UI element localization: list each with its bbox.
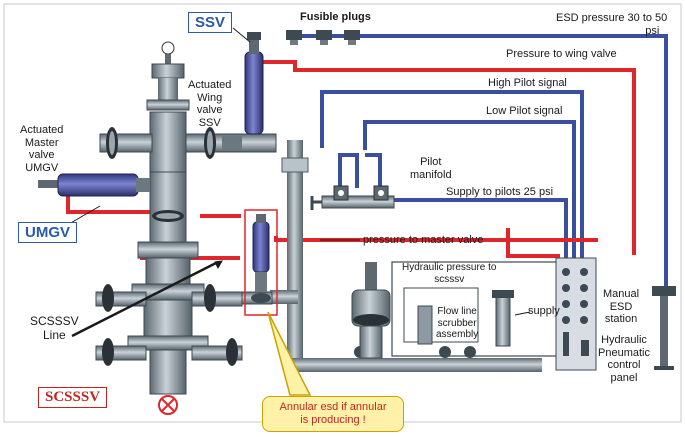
actuated-wing-text-4: SSV [198, 116, 221, 129]
esd-pressure-text-1: ESD pressure 30 to 50 [556, 12, 668, 24]
flow-line-scrubber-text-2: scrubber [437, 317, 477, 329]
hydraulic-panel-label: Hydraulic Pneumatic control panel [598, 334, 650, 385]
pilot-manifold-text-2: manifold [410, 168, 452, 181]
hydraulic-panel-text-2: Pneumatic [598, 346, 650, 359]
pressure-to-master-valve-label: pressure to master valve [363, 234, 484, 246]
umgv-box-label: UMGV [18, 222, 77, 243]
fusible-plugs [286, 30, 360, 45]
actuated-wing-text-2: Wing [197, 91, 223, 104]
scsssv-line-label: SCSSSV Line [30, 314, 79, 343]
flow-line-scrubber-text-1: Flow line [437, 306, 477, 317]
high-pilot-signal-label: High Pilot signal [488, 77, 567, 89]
pointer-lines [61, 27, 531, 338]
pilot-manifold-label: Pilot manifold [410, 156, 452, 181]
umgv-actuator [38, 173, 150, 197]
annular-esd-valve [244, 209, 278, 316]
scsssv-box-label: SCSSSV [38, 387, 108, 408]
hydraulic-pressure-text-1: Hydraulic pressure to [402, 262, 497, 273]
actuated-master-text-2: Master [24, 136, 59, 149]
fusible-plug-icon [286, 30, 302, 45]
low-pilot-signal-label: Low Pilot signal [486, 105, 563, 117]
control-panel [555, 257, 597, 371]
handwheel-icon [102, 284, 114, 312]
hydraulic-pressure-text-2: scsssv [434, 273, 465, 285]
hydraulic-panel-text-4: panel [610, 371, 638, 384]
annular-callout-text-1: Annular esd if annular [279, 401, 387, 413]
actuated-wing-text-3: valve [196, 104, 223, 117]
ssv-box-label: SSV [188, 12, 233, 33]
manual-esd-text-2: ESD [609, 300, 633, 313]
fusible-plugs-label: Fusible plugs [300, 11, 371, 23]
hydraulic-panel-text-3: control [607, 359, 641, 372]
manual-esd-text-3: station [604, 313, 638, 326]
scsssv-line-text-1: SCSSSV [30, 314, 79, 328]
scsssv-line-text-2: Line [43, 327, 66, 342]
manual-esd-label: Manual ESD station [603, 288, 639, 326]
handwheel-icon [102, 338, 114, 366]
fusible-plug-icon [316, 30, 332, 45]
handwheel-icon [152, 210, 184, 222]
actuated-wing-valve-label: Actuated Wing valve SSV [188, 79, 231, 130]
pilot-manifold [310, 185, 395, 210]
handwheel-icon [204, 127, 216, 159]
handwheel-icon [353, 314, 389, 326]
handwheel-icon [204, 284, 216, 312]
pressure-to-wing-valve-label: Pressure to wing valve [506, 48, 617, 60]
pilot-manifold-text-1: Pilot [420, 156, 442, 168]
annular-callout-text-2: is producing ! [300, 414, 366, 427]
flow-line-scrubber-label: Flow line scrubber assembly [436, 306, 478, 341]
supply-label: supply [528, 305, 560, 317]
handwheel-icon [226, 338, 238, 366]
actuated-master-text-4: UMGV [25, 161, 59, 174]
esd-pressure-text-2: psi [645, 24, 660, 37]
ssv-actuator [244, 32, 264, 135]
actuated-master-text-1: Actuated [20, 124, 64, 136]
scsssv-valve-icon [158, 395, 178, 415]
actuated-master-text-3: valve [28, 149, 55, 162]
fusible-plug-icon [344, 30, 360, 45]
manual-esd-station [652, 286, 676, 370]
hydraulic-pressure-label: Hydraulic pressure to scsssv [402, 262, 496, 285]
hydraulic-panel-text-1: Hydraulic [601, 334, 647, 346]
handwheel-icon [106, 127, 118, 159]
actuated-wing-text-1: Actuated [188, 79, 232, 91]
supply-to-pilots-label: Supply to pilots 25 psi [446, 186, 554, 198]
pressure-gauge-icon [161, 41, 175, 55]
actuated-master-valve-label: Actuated Master valve UMGV [20, 124, 63, 175]
christmas-tree [95, 41, 277, 395]
manual-esd-text-1: Manual [603, 288, 640, 300]
callout-pointer [267, 311, 312, 396]
flow-line-scrubber-text-3: assembly [436, 329, 479, 340]
annular-esd-callout: Annular esd if annular is producing ! [262, 396, 404, 433]
esd-pressure-label: ESD pressure 30 to 50 psi [556, 12, 667, 37]
